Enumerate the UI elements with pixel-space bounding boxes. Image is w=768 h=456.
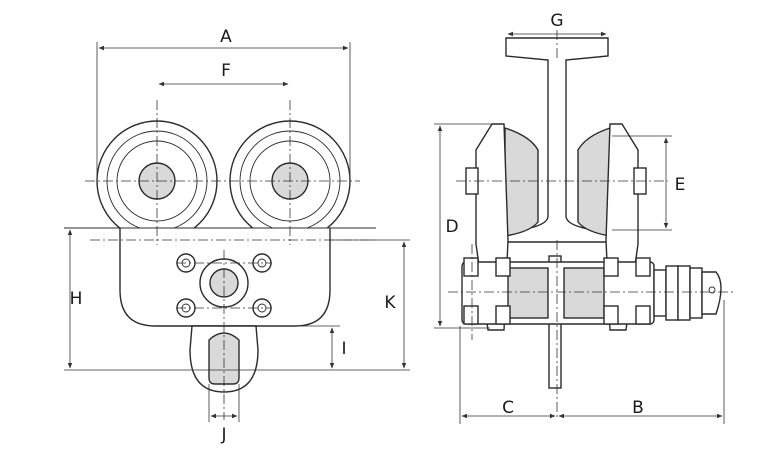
left-wheel-flange — [504, 127, 539, 237]
front-view: A F H K I J — [64, 27, 410, 445]
dimension-label-e: E — [675, 175, 686, 195]
dimension-label-i: I — [341, 339, 346, 359]
dimension-label-f: F — [221, 61, 231, 81]
shaft-nuts — [463, 257, 651, 325]
dimension-label-g: G — [550, 11, 563, 31]
dimension-label-j: J — [220, 425, 226, 445]
dimension-label-d: D — [445, 217, 458, 237]
dimension-label-a: A — [220, 27, 232, 47]
dimension-label-b: B — [632, 398, 644, 418]
cross-shaft — [461, 261, 655, 325]
side-view: G — [434, 11, 736, 424]
dimension-label-h: H — [70, 289, 83, 309]
dimension-label-k: K — [384, 293, 396, 313]
dimension-label-c: C — [502, 398, 514, 418]
adjusting-spacers — [653, 265, 722, 321]
right-wheel-flange — [577, 127, 611, 237]
